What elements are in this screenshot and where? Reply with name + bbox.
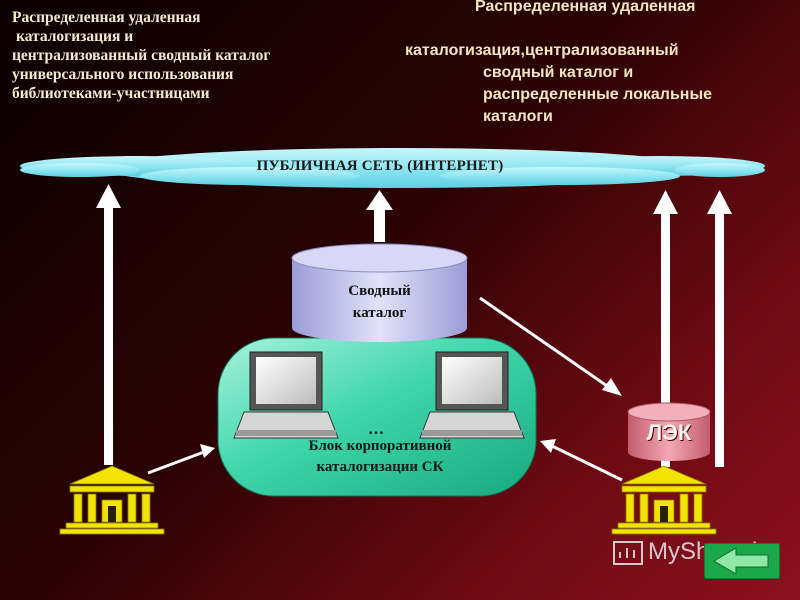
database-label-line: Сводный (348, 283, 411, 299)
block-label-line: каталогизации СК (316, 459, 444, 475)
back-nav-button[interactable] (703, 542, 781, 580)
lek-cylinder (627, 402, 711, 461)
right-title-line: сводный каталог и (483, 64, 634, 81)
left-title-line: каталогизация и (16, 28, 134, 45)
arrow-left-up (96, 184, 121, 465)
right-title-line: каталогизация,централизованный (405, 42, 679, 59)
library-building-icon (59, 465, 165, 535)
laptop-icon (419, 351, 525, 439)
library-building-icon (611, 465, 717, 535)
arrow-left-building-to-block (147, 444, 215, 475)
arrow-db-to-lek (479, 296, 622, 396)
left-title-line: универсального использования (12, 66, 234, 83)
laptop-icon (233, 351, 339, 439)
left-title-line: библиотеками-участницами (12, 85, 210, 102)
database-label: Сводный каталог (292, 280, 467, 324)
lek-label: ЛЭК (646, 420, 692, 445)
cloud-label: ПУБЛИЧНАЯ СЕТЬ (ИНТЕРНЕТ) (256, 158, 504, 174)
back-arrow-icon (703, 542, 781, 580)
right-title-line: Распределенная удаленная (475, 0, 696, 15)
left-title-line: централизованный сводный каталог (12, 47, 271, 64)
right-title-line: каталоги (483, 108, 553, 125)
arrow-right-up-2 (707, 190, 732, 467)
block-dots: … (368, 421, 384, 438)
left-title: Распределенная удаленная каталогизация и… (12, 8, 372, 103)
left-title-line: Распределенная удаленная (12, 9, 201, 26)
right-title: Распределенная удаленная каталогизация,ц… (405, 0, 795, 128)
database-cylinder (291, 243, 468, 342)
watermark-logo-icon (613, 541, 643, 565)
cloud-shape (20, 148, 765, 188)
block-label: … Блок корпоративной каталогизации СК (220, 422, 540, 478)
right-title-line: распределенные локальные (483, 86, 713, 103)
arrow-right-building-to-block (540, 439, 623, 482)
block-label-line: Блок корпоративной (308, 438, 452, 454)
arrow-center-up (366, 190, 393, 242)
arrow-right-up-1 (653, 190, 678, 467)
database-label-line: каталог (352, 305, 407, 321)
